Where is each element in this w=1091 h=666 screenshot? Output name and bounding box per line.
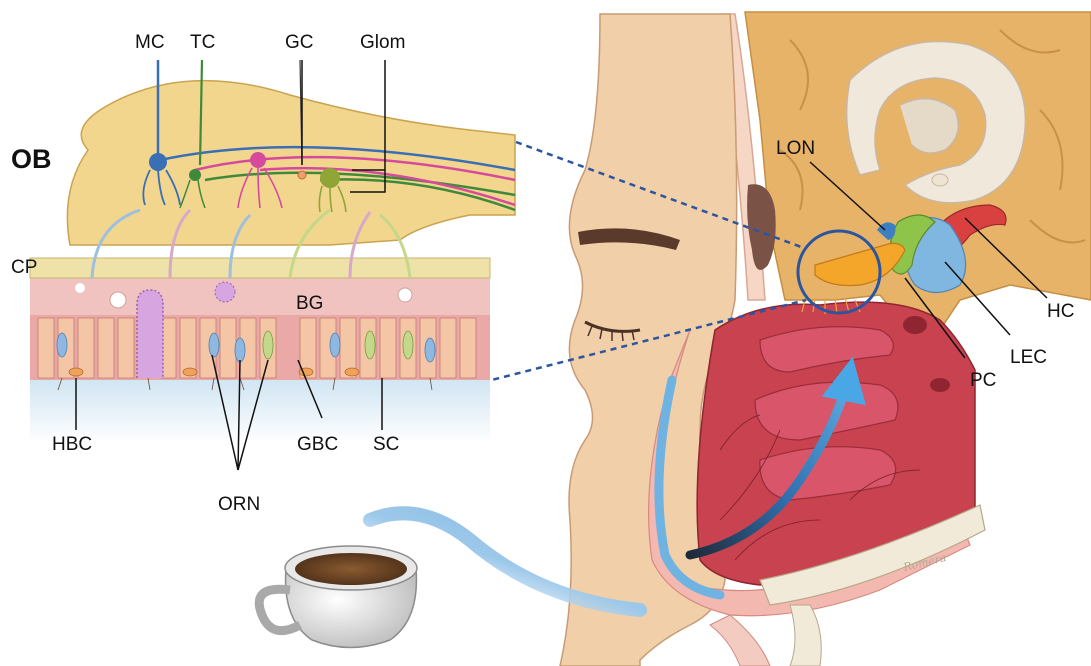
- label-hc: HC: [1047, 302, 1074, 321]
- label-hbc: HBC: [52, 435, 92, 454]
- label-lon: LON: [776, 139, 815, 158]
- olfactory-inset: [30, 60, 515, 470]
- label-gc: GC: [285, 33, 314, 52]
- label-cp: CP: [11, 258, 37, 277]
- cribriform-plate: [30, 258, 490, 278]
- head-section: [560, 12, 1091, 666]
- olfactory-bulb: [67, 81, 515, 245]
- label-lec: LEC: [1010, 348, 1047, 367]
- label-ob: OB: [11, 146, 52, 173]
- coffee-cup-icon: [259, 546, 417, 648]
- label-mc: MC: [135, 33, 165, 52]
- label-glom: Glom: [360, 33, 405, 52]
- bowman-gland: [137, 290, 163, 378]
- label-gbc: GBC: [297, 435, 338, 454]
- label-orn: ORN: [218, 495, 260, 514]
- label-sc: SC: [373, 435, 399, 454]
- label-tc: TC: [190, 33, 215, 52]
- label-pc: PC: [970, 371, 996, 390]
- label-bg: BG: [296, 294, 323, 313]
- turbinates: [755, 327, 898, 500]
